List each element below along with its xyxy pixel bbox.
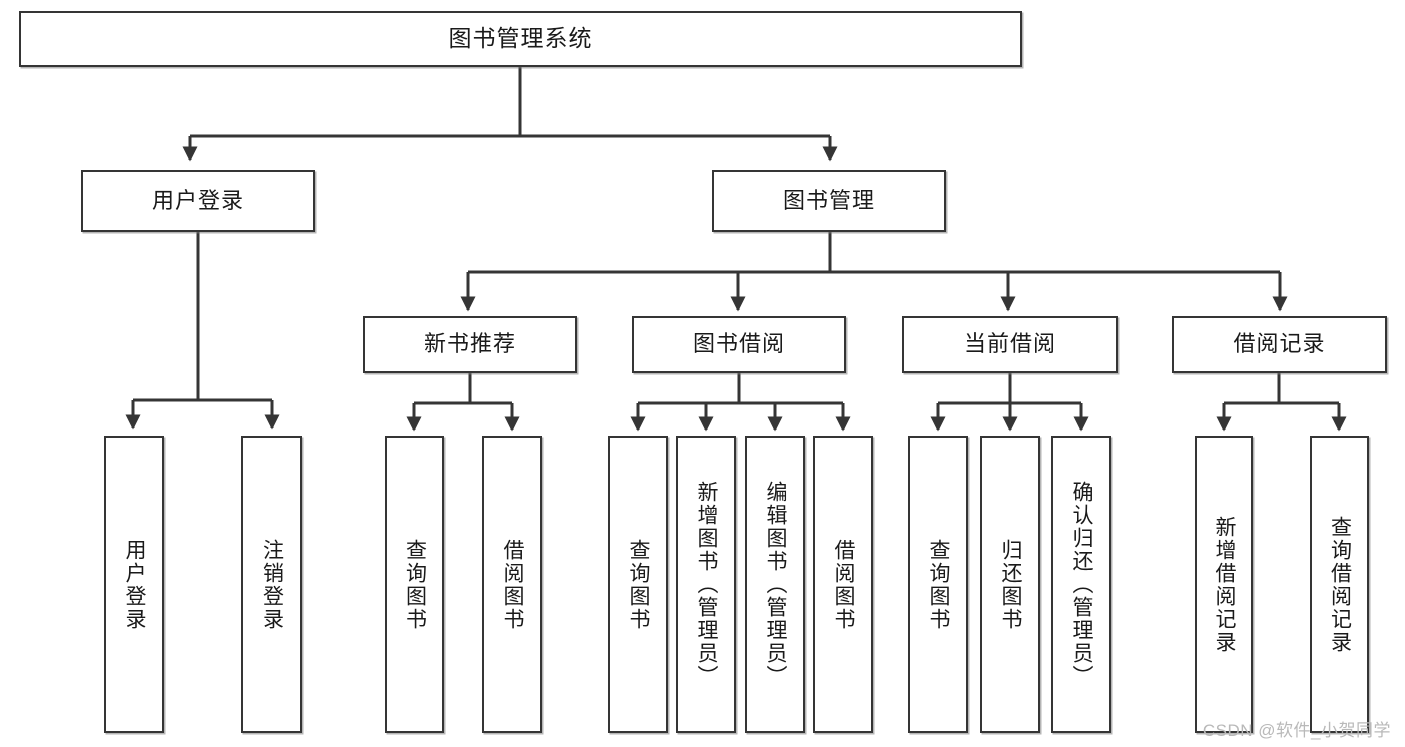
leaf-edit-book[interactable]: 编辑图书（管理员） [745,436,805,733]
leaf-return-book[interactable]: 归还图书 [980,436,1040,733]
node-root[interactable]: 图书管理系统 [19,11,1022,67]
leaf-add-borrow-record[interactable]: 新增借阅记录 [1195,436,1253,733]
node-current-borrow[interactable]: 当前借阅 [902,316,1118,373]
leaf-query-borrow-record[interactable]: 查询借阅记录 [1310,436,1369,733]
node-new-book-recommend[interactable]: 新书推荐 [363,316,577,373]
leaf-logout-login[interactable]: 注销登录 [241,436,302,733]
leaf-query-book-1[interactable]: 查询图书 [385,436,444,733]
node-borrow-record[interactable]: 借阅记录 [1172,316,1387,373]
watermark-text: CSDN @软件_小贺同学 [1202,721,1391,740]
leaf-query-book-2[interactable]: 查询图书 [608,436,668,733]
leaf-query-book-3[interactable]: 查询图书 [908,436,968,733]
leaf-confirm-return[interactable]: 确认归还（管理员） [1051,436,1111,733]
leaf-borrow-book-2[interactable]: 借阅图书 [813,436,873,733]
node-user-login[interactable]: 用户登录 [81,170,315,232]
leaf-user-login[interactable]: 用户登录 [104,436,164,733]
leaf-borrow-book-1[interactable]: 借阅图书 [482,436,542,733]
node-book-management[interactable]: 图书管理 [712,170,946,232]
leaf-add-book[interactable]: 新增图书（管理员） [676,436,736,733]
node-book-borrow[interactable]: 图书借阅 [632,316,846,373]
